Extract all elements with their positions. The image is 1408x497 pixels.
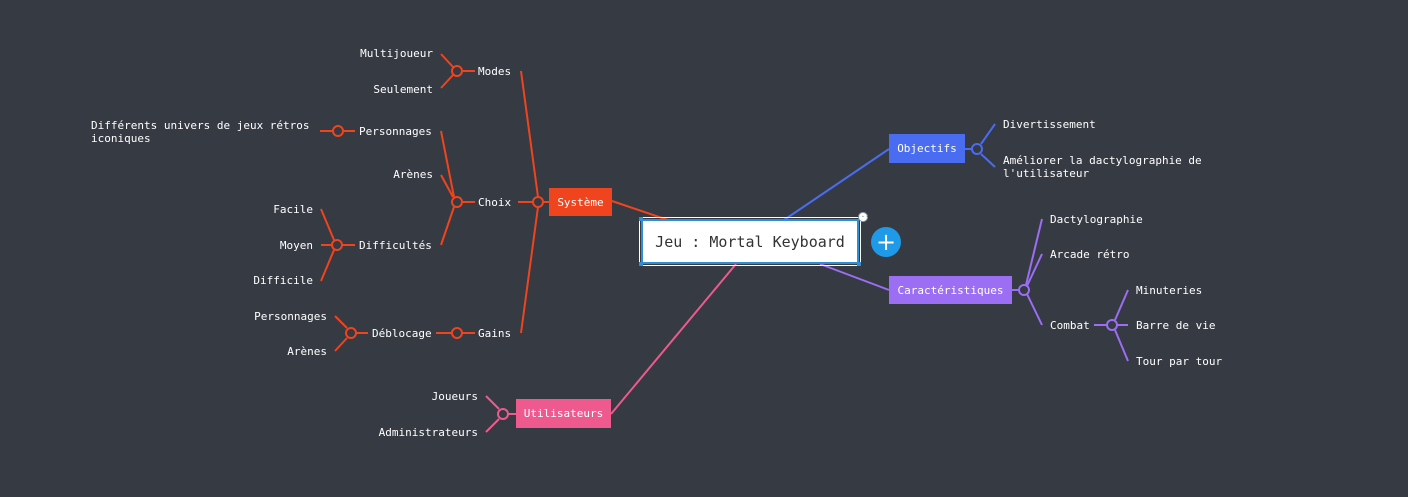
link-utilisateurs-administrateurs (485, 418, 500, 433)
subtopic-choix[interactable]: Choix (478, 196, 512, 209)
subtopic-deblocage-arenes[interactable]: Arènes (287, 345, 327, 358)
link-choix-arenes (440, 174, 454, 198)
link-deblocage-arenes (334, 337, 348, 352)
link-choix-difficultes (440, 206, 455, 246)
link-choix-personnages (440, 130, 455, 198)
subtopic-minuteries[interactable]: Minuteries (1136, 284, 1203, 297)
branch-knob-modes[interactable] (451, 65, 463, 77)
topic-systeme[interactable]: Système (549, 188, 612, 216)
branch-knob-utilisateurs[interactable] (497, 408, 509, 420)
link-central-caracteristiques (819, 263, 890, 291)
link-hub-modes (520, 70, 539, 198)
branch-knob-combat[interactable] (1106, 319, 1118, 331)
link-utilisateurs-joueurs (485, 395, 500, 410)
branch-knob-caracteristiques[interactable] (1018, 284, 1030, 296)
subtopic-dactylographie[interactable]: Dactylographie (1050, 213, 1143, 226)
subtopic-facile[interactable]: Facile (273, 203, 313, 216)
selection-handle-top-left[interactable] (639, 217, 643, 221)
topic-objectifs[interactable]: Objectifs (889, 134, 965, 163)
branch-knob-difficultes[interactable] (331, 239, 343, 251)
link-difficultes-facile (320, 208, 335, 241)
subtopic-arcade-retro[interactable]: Arcade rétro (1050, 248, 1130, 261)
link-caracteristiques-arcade (1026, 253, 1043, 287)
subtopic-moyen[interactable]: Moyen (279, 239, 313, 252)
branch-knob-deblocage[interactable] (345, 327, 357, 339)
topic-utilisateurs-label: Utilisateurs (523, 407, 604, 420)
subtopic-multijoueur[interactable]: Multijoueur (360, 47, 433, 60)
topic-objectifs-label: Objectifs (897, 142, 957, 155)
link-objectifs-ameliorer (980, 153, 996, 168)
topic-caracteristiques-label: Caractéristiques (897, 283, 1004, 297)
link-central-systeme (611, 200, 669, 221)
subtopic-univers-retros[interactable]: Différents univers de jeux rétros iconiq… (91, 119, 310, 145)
subtopic-difficile[interactable]: Difficile (253, 274, 313, 287)
link-central-utilisateurs (610, 263, 737, 415)
subtopic-ameliorer-dactylographie[interactable]: Améliorer la dactylographie de l'utilisa… (1003, 154, 1202, 180)
subtopic-gains[interactable]: Gains (478, 327, 512, 340)
subtopic-deblocage[interactable]: Déblocage (372, 327, 432, 340)
branch-knob-systeme[interactable] (532, 196, 544, 208)
subtopic-barre-de-vie[interactable]: Barre de vie (1136, 319, 1216, 332)
topic-systeme-label: Système (557, 195, 604, 209)
link-deblocage-personnages (334, 315, 348, 329)
subtopic-arenes[interactable]: Arènes (393, 168, 433, 181)
collapse-handle[interactable]: ··· (856, 212, 870, 222)
link-modes-seulement (440, 74, 454, 89)
central-topic[interactable]: Jeu : Mortal Keyboard (639, 217, 861, 266)
subtopic-joueurs[interactable]: Joueurs (431, 390, 478, 403)
subtopic-tour-par-tour[interactable]: Tour par tour (1136, 355, 1223, 368)
link-central-objectifs (783, 148, 890, 221)
topic-caracteristiques[interactable]: Caractéristiques (889, 276, 1012, 304)
subtopic-deblocage-personnages[interactable]: Personnages (254, 310, 327, 323)
add-topic-button[interactable]: + (871, 227, 901, 257)
topic-utilisateurs[interactable]: Utilisateurs (516, 399, 611, 428)
branch-knob-objectifs[interactable] (971, 143, 983, 155)
plus-icon: + (875, 228, 897, 256)
link-objectifs-divertissement (980, 123, 996, 145)
link-difficultes-difficile (320, 249, 335, 282)
link-modes-multijoueur (440, 53, 454, 68)
link-caracteristiques-dactylographie (1025, 218, 1043, 286)
subtopic-divertissement[interactable]: Divertissement (1003, 118, 1096, 131)
central-topic-label: Jeu : Mortal Keyboard (655, 232, 845, 251)
subtopic-administrateurs[interactable]: Administrateurs (378, 426, 478, 439)
subtopic-personnages[interactable]: Personnages (359, 125, 432, 138)
branch-knob-gains[interactable] (451, 327, 463, 339)
selection-handle-bottom-right[interactable] (857, 262, 861, 266)
selection-handle-bottom-left[interactable] (639, 262, 643, 266)
subtopic-combat[interactable]: Combat (1050, 319, 1090, 332)
branch-knob-personnages[interactable] (332, 125, 344, 137)
subtopic-difficultes[interactable]: Difficultés (359, 239, 432, 252)
subtopic-modes[interactable]: Modes (478, 65, 512, 78)
link-caracteristiques-combat (1026, 293, 1043, 326)
link-hub-gains (520, 206, 539, 334)
link-combat-tour (1114, 329, 1129, 362)
branch-knob-choix[interactable] (451, 196, 463, 208)
link-combat-minuteries (1114, 289, 1129, 321)
subtopic-seulement[interactable]: Seulement (373, 83, 433, 96)
